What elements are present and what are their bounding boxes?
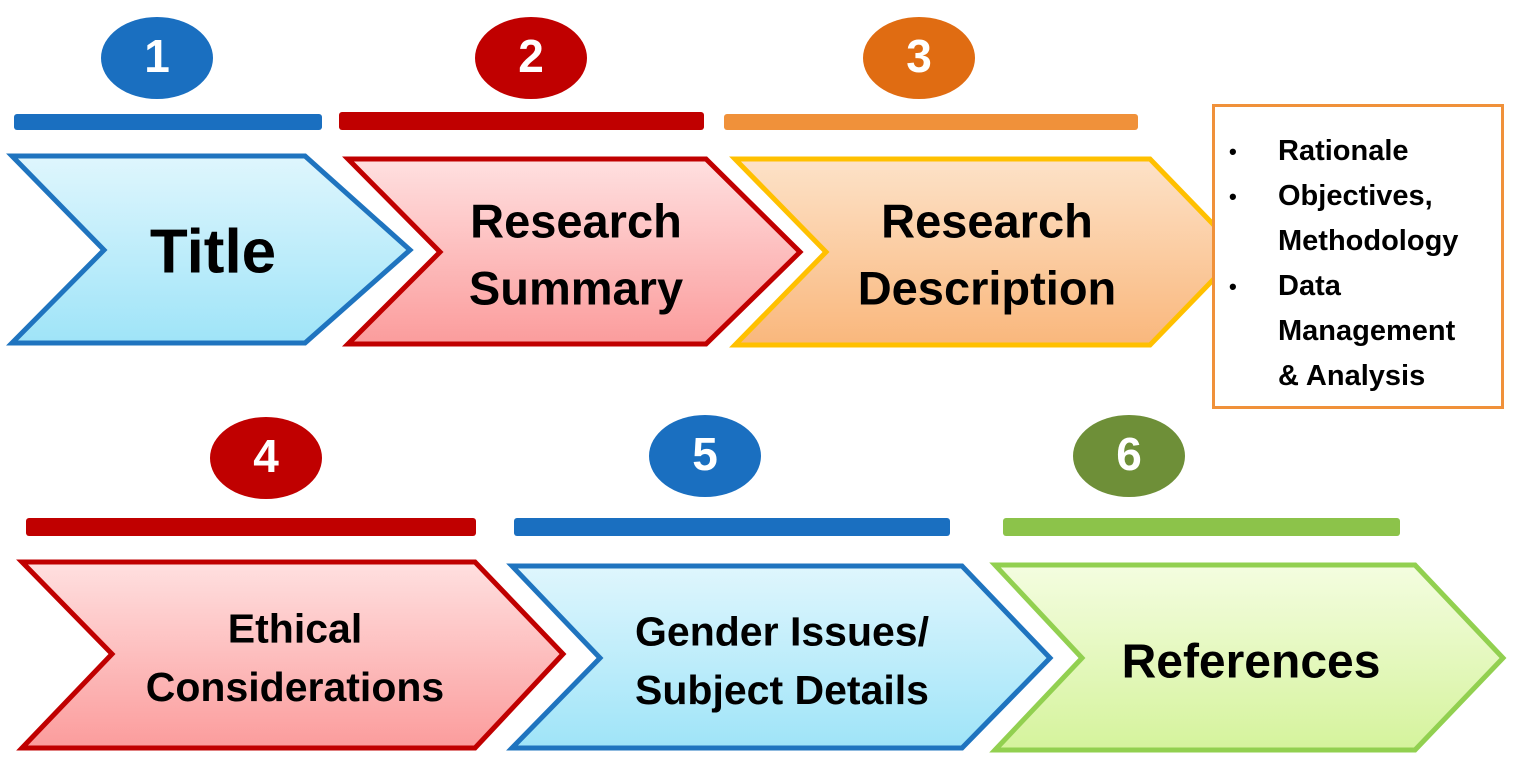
bullet-icon: • bbox=[1229, 184, 1237, 209]
step-number-badge: 4 bbox=[210, 417, 322, 499]
step-label-line: Ethical bbox=[228, 606, 362, 652]
details-item-methodology: Methodology bbox=[1215, 219, 1501, 264]
step-chevron bbox=[6, 153, 414, 346]
step-label-line: Subject Details bbox=[635, 667, 929, 713]
step-number-badge: 2 bbox=[475, 17, 587, 99]
step-number-badge: 3 bbox=[863, 17, 975, 99]
step-bar bbox=[1003, 518, 1400, 536]
step-bar bbox=[724, 114, 1138, 130]
badge-ellipse bbox=[1073, 415, 1185, 497]
step-chevron bbox=[341, 156, 804, 347]
step-bar bbox=[14, 114, 322, 130]
step-chevron bbox=[506, 563, 1054, 751]
step-bar bbox=[26, 518, 476, 536]
step-label: Title bbox=[150, 217, 276, 286]
step-number: 6 bbox=[1116, 428, 1142, 480]
details-text: Management bbox=[1278, 315, 1456, 347]
step-chevron bbox=[16, 559, 567, 751]
step-label: References bbox=[1122, 635, 1381, 688]
step-number: 4 bbox=[253, 430, 279, 482]
step-chevron bbox=[989, 562, 1507, 753]
badge-ellipse bbox=[475, 17, 587, 99]
details-item-objectives: • Objectives, bbox=[1215, 174, 1501, 219]
badge-ellipse bbox=[210, 417, 322, 499]
badge-ellipse bbox=[101, 17, 213, 99]
step-number: 2 bbox=[518, 30, 544, 82]
details-item-rationale: • Rationale bbox=[1215, 129, 1501, 174]
details-item-data: • Data bbox=[1215, 264, 1501, 309]
step-label-line: Summary bbox=[469, 261, 683, 314]
step-label-line: Title bbox=[150, 217, 276, 286]
details-text: Methodology bbox=[1278, 225, 1459, 257]
bullet-icon: • bbox=[1229, 139, 1237, 164]
step-number-badge: 6 bbox=[1073, 415, 1185, 497]
details-item-management: Management bbox=[1215, 309, 1501, 354]
step-label-line: Description bbox=[858, 261, 1117, 314]
step-label-line: References bbox=[1122, 635, 1381, 688]
step-label-line: Research bbox=[881, 195, 1093, 248]
step-label: Gender Issues/Subject Details bbox=[635, 609, 929, 713]
step-label-line: Research bbox=[470, 195, 682, 248]
details-list: • Rationale • Objectives, Methodology • … bbox=[1215, 107, 1501, 399]
badge-ellipse bbox=[863, 17, 975, 99]
details-item-analysis: & Analysis bbox=[1215, 354, 1501, 399]
step-number-badge: 5 bbox=[649, 415, 761, 497]
step-number: 5 bbox=[692, 428, 718, 480]
details-text: & Analysis bbox=[1278, 360, 1426, 392]
step-label-line: Considerations bbox=[146, 664, 444, 710]
step-number-badge: 1 bbox=[101, 17, 213, 99]
badge-ellipse bbox=[649, 415, 761, 497]
step-bar bbox=[514, 518, 950, 536]
step-label-line: Gender Issues/ bbox=[635, 609, 929, 655]
details-text: Rationale bbox=[1278, 135, 1409, 167]
step-number: 1 bbox=[144, 30, 170, 82]
step-number: 3 bbox=[906, 30, 932, 82]
step-bar bbox=[339, 112, 704, 130]
description-details-box: • Rationale • Objectives, Methodology • … bbox=[1212, 104, 1504, 409]
details-text: Objectives, bbox=[1278, 180, 1433, 212]
bullet-icon: • bbox=[1229, 274, 1237, 299]
details-text: Data bbox=[1278, 270, 1341, 302]
step-chevron bbox=[729, 156, 1244, 348]
